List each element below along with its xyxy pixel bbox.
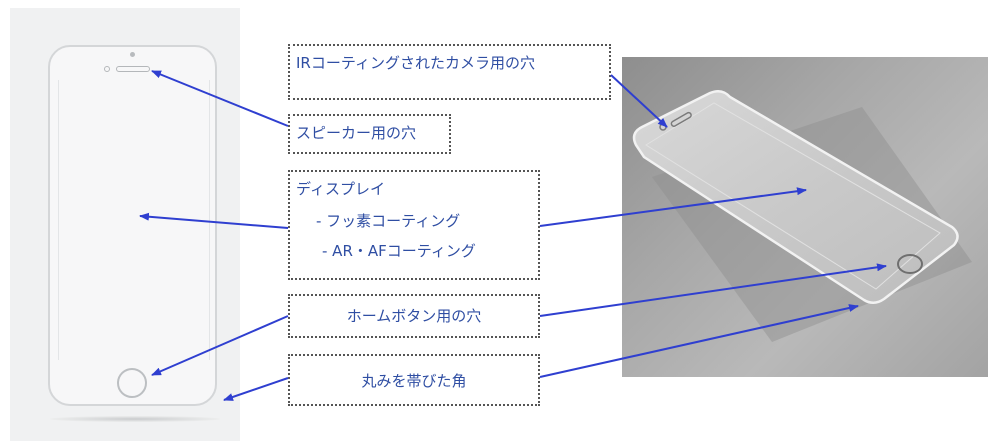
callout-rounded-corner-text: 丸みを帯びた角 <box>361 372 467 390</box>
camera-hole-icon <box>104 66 110 72</box>
callout-ir-camera-hole-text: IRコーティングされたカメラ用の穴 <box>296 54 535 72</box>
callout-home-button-hole-text: ホームボタン用の穴 <box>346 307 482 325</box>
callout-display-fluorine-coating: - フッ素コーティング <box>316 212 461 230</box>
front-sensor-dot-icon <box>130 52 135 57</box>
callout-display: ディスプレイ - フッ素コーティング - AR・AFコーティング <box>288 170 540 280</box>
angled-speaker-slot-icon <box>670 111 692 127</box>
callout-home-button-hole: ホームボタン用の穴 <box>288 294 540 338</box>
home-button-hole-icon <box>117 368 147 398</box>
angled-home-button-hole-icon <box>897 254 923 274</box>
callout-display-ar-af-coating: - AR・AFコーティング <box>322 242 476 260</box>
front-view-display-area <box>58 80 210 360</box>
speaker-slot-icon <box>116 66 150 72</box>
callout-speaker-hole: スピーカー用の穴 <box>288 114 451 154</box>
callout-ir-camera-hole: IRコーティングされたカメラ用の穴 <box>288 44 611 100</box>
callout-display-title: ディスプレイ <box>296 180 385 198</box>
angled-view-glass-protector <box>632 89 972 342</box>
front-view-shadow <box>50 416 220 422</box>
callout-rounded-corner: 丸みを帯びた角 <box>288 354 540 406</box>
callout-speaker-hole-text: スピーカー用の穴 <box>296 124 417 142</box>
